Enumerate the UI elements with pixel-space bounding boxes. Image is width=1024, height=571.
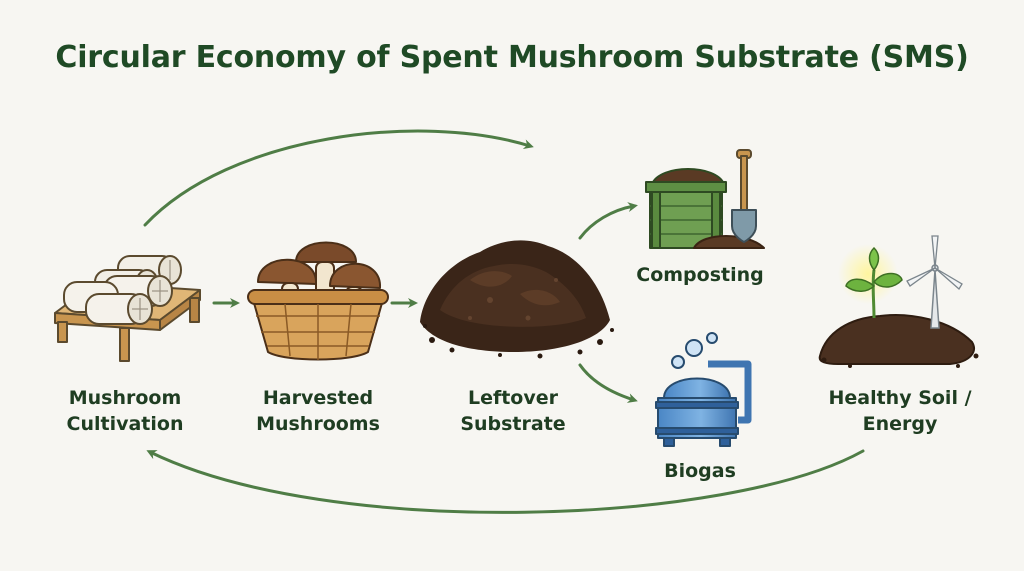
arrow-substrate-to-biogas bbox=[578, 363, 638, 403]
diagram-title: Circular Economy of Spent Mushroom Subst… bbox=[55, 40, 969, 75]
label-line: Healthy Soil / bbox=[828, 387, 972, 409]
label-leftover-substrate: Leftover Substrate bbox=[438, 385, 588, 437]
arrow-substrate-to-compost bbox=[578, 202, 638, 240]
label-composting: Composting bbox=[620, 262, 780, 288]
biogas-tank-icon bbox=[655, 332, 752, 447]
seedling-wind-turbine-icon bbox=[818, 235, 979, 368]
label-line: Mushrooms bbox=[256, 413, 380, 435]
mushroom-basket-icon bbox=[247, 241, 389, 361]
label-harvested-mushrooms: Harvested Mushrooms bbox=[243, 385, 393, 437]
label-line: Cultivation bbox=[66, 413, 184, 435]
label-line: Mushroom bbox=[68, 387, 182, 409]
label-line: Leftover bbox=[467, 387, 559, 409]
mushroom-bags-on-pallet-icon bbox=[54, 255, 201, 362]
compost-bin-shovel-icon bbox=[645, 149, 765, 249]
label-line: Substrate bbox=[460, 413, 566, 435]
label-line: Harvested bbox=[262, 387, 374, 409]
substrate-pile-icon bbox=[420, 240, 614, 359]
label-line: Biogas bbox=[664, 460, 736, 482]
label-line: Composting bbox=[636, 264, 764, 286]
label-healthy-soil-energy: Healthy Soil / Energy bbox=[815, 385, 985, 437]
arrow-top-arc bbox=[143, 129, 534, 227]
label-biogas: Biogas bbox=[640, 458, 760, 484]
flow-arrows bbox=[143, 129, 865, 514]
label-mushroom-cultivation: Mushroom Cultivation bbox=[50, 385, 200, 437]
arrow-return-arc bbox=[146, 449, 865, 514]
label-line: Energy bbox=[862, 413, 938, 435]
